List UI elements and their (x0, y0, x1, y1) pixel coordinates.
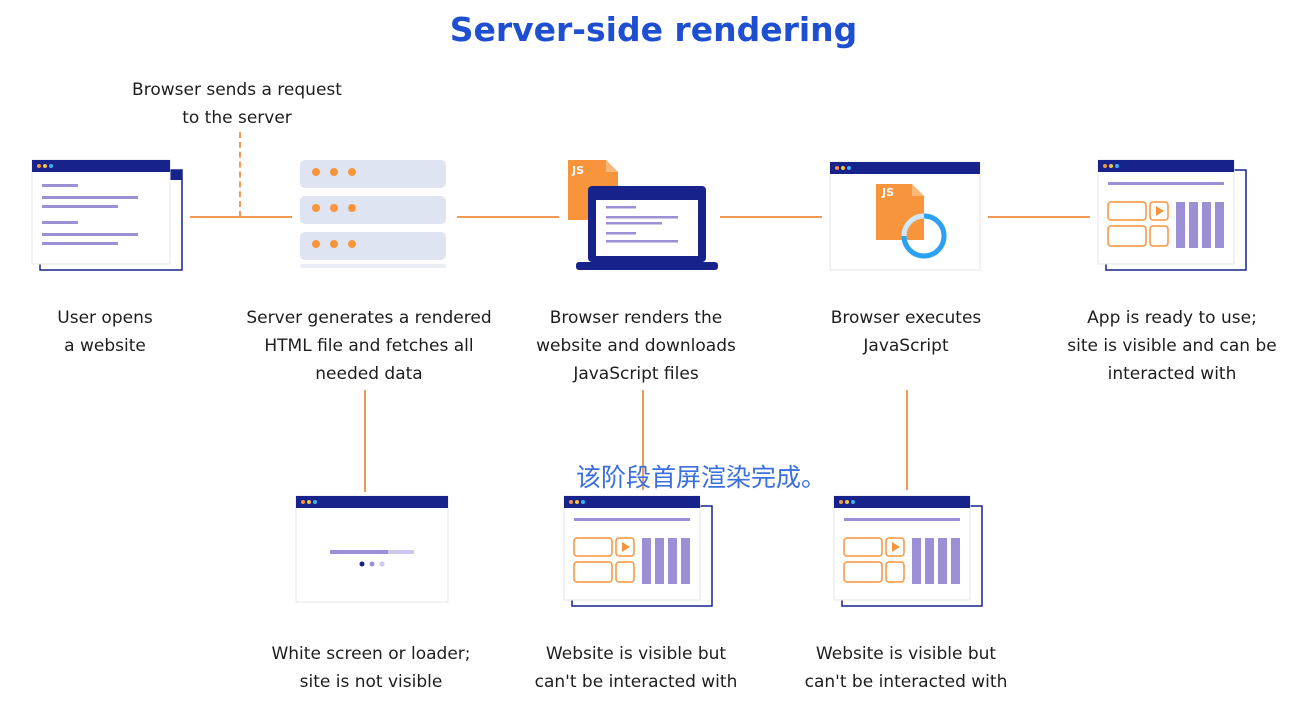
step-2-line-2: HTML file and fetches all (264, 336, 474, 356)
js-file-icon (829, 161, 981, 271)
app-window-icon (1097, 159, 1247, 271)
step-4-line-1: Browser executes (830, 308, 982, 328)
request-note: Browser sends a request to the server (117, 76, 357, 132)
connector-server-loader (364, 390, 366, 492)
connector-execute-visible (906, 390, 908, 490)
step-3-line-3: JavaScript files (573, 364, 699, 384)
server-stack-icon (300, 160, 446, 268)
step-5-line-3: interacted with (1107, 364, 1237, 384)
app-window-icon-2 (563, 495, 713, 607)
state-3-line-1: Website is visible but (815, 644, 997, 664)
connector-execute-ready (988, 216, 1090, 218)
diagram-title: Server-side rendering (449, 10, 858, 49)
state-2-line-1: Website is visible but (545, 644, 727, 664)
step-2-line-1: Server generates a rendered (246, 308, 492, 328)
step-4-line-2: JavaScript (863, 336, 949, 356)
loader-window-icon (295, 495, 449, 603)
browser-window-icon (31, 159, 183, 271)
state-1-line-1: White screen or loader; (271, 644, 471, 664)
request-note-line-1: Browser sends a request (132, 80, 342, 100)
state-label-2: Website is visible but can't be interact… (516, 640, 756, 696)
step-label-4: Browser executes JavaScript (800, 304, 1012, 360)
request-dashed-line (239, 132, 241, 217)
step-5-line-1: App is ready to use; (1087, 308, 1257, 328)
state-1-line-2: site is not visible (299, 672, 443, 692)
request-note-line-2: to the server (182, 108, 292, 128)
step-1-line-2: a website (64, 336, 146, 356)
connector-server-browser (457, 216, 559, 218)
step-1-line-1: User opens (57, 308, 153, 328)
step-label-5: App is ready to use; site is visible and… (1046, 304, 1298, 388)
connector-browser-execute (720, 216, 822, 218)
state-2-line-2: can't be interacted with (534, 672, 738, 692)
step-3-line-2: website and downloads (536, 336, 736, 356)
step-3-line-1: Browser renders the (549, 308, 723, 328)
app-window-icon-3 (833, 495, 983, 607)
state-3-line-2: can't be interacted with (804, 672, 1008, 692)
js-badge-label-2: JS (882, 186, 895, 199)
step-label-2: Server generates a rendered HTML file an… (228, 304, 510, 388)
step-label-1: User opens a website (20, 304, 190, 360)
overlay-annotation: 该阶段首屏渲染完成。 (576, 463, 827, 492)
js-badge-label: JS (572, 164, 585, 177)
laptop-icon (568, 160, 718, 270)
step-2-line-3: needed data (315, 364, 423, 384)
connector-user-server (190, 216, 292, 218)
connector-render-visible (642, 390, 644, 490)
state-label-1: White screen or loader; site is not visi… (246, 640, 496, 696)
step-label-3: Browser renders the website and download… (516, 304, 756, 388)
step-5-line-2: site is visible and can be (1067, 336, 1277, 356)
state-label-3: Website is visible but can't be interact… (786, 640, 1026, 696)
